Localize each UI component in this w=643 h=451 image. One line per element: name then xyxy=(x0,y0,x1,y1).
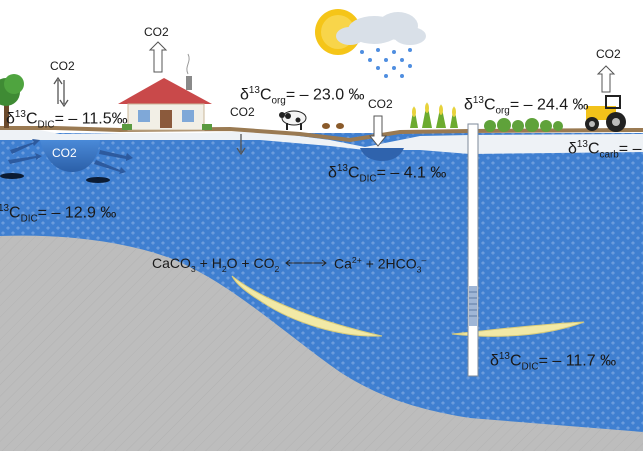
rain-drops xyxy=(360,48,412,78)
livestock-illustration xyxy=(279,110,344,130)
d13c-dic-pond: δ13CDIC= – 4.1 ‰ xyxy=(328,163,447,185)
co2-down-arrow-soil xyxy=(236,134,246,156)
co2-label-house: CO2 xyxy=(144,25,169,39)
co2-down-arrow-pond xyxy=(368,115,388,147)
carbonate-equation-products: Ca2+ + 2HCO3– xyxy=(334,255,427,275)
co2-label-left: CO2 xyxy=(50,59,75,73)
calcite-lens-left xyxy=(231,275,383,337)
tractor-illustration xyxy=(585,95,626,132)
calcite-lens-right xyxy=(451,321,585,337)
d13c-dic-well: δ13CDIC= – 11.7 ‰ xyxy=(490,351,617,373)
tree-illustration xyxy=(0,74,24,128)
soil-surface xyxy=(0,130,643,154)
d13c-dic-left-surface: δ13CDIC= – 11.5‰ xyxy=(6,109,128,131)
co2-up-arrow-house xyxy=(148,41,168,73)
crops-illustration xyxy=(410,102,563,132)
monitoring-well xyxy=(467,123,479,377)
d13c-dic-left-groundwater: 13CDIC= – 12.9 ‰ xyxy=(0,203,117,225)
co2-label-lake: CO2 xyxy=(52,146,77,160)
cloud-icon xyxy=(336,12,426,45)
d13c-carb-right: δ13Ccarb= – 0 xyxy=(568,139,643,161)
carbonate-equation: CaCO3 + H2O + CO2 xyxy=(152,255,280,274)
flow-arrows-left xyxy=(8,139,133,174)
equilibrium-arrow xyxy=(285,259,327,267)
pond xyxy=(360,148,404,161)
co2-label-soil: CO2 xyxy=(230,105,255,119)
d13c-org-crops: δ13Corg= – 24.4 ‰ xyxy=(464,95,589,117)
co2-label-tractor: CO2 xyxy=(596,47,621,61)
co2-label-pond: CO2 xyxy=(368,97,393,111)
co2-up-arrow-tractor xyxy=(596,65,616,93)
d13c-org-house: δ13Corg= – 23.0 ‰ xyxy=(240,85,365,107)
left-lake xyxy=(40,140,100,172)
co2-exchange-arrows-left xyxy=(53,76,69,108)
house-illustration xyxy=(118,53,212,131)
